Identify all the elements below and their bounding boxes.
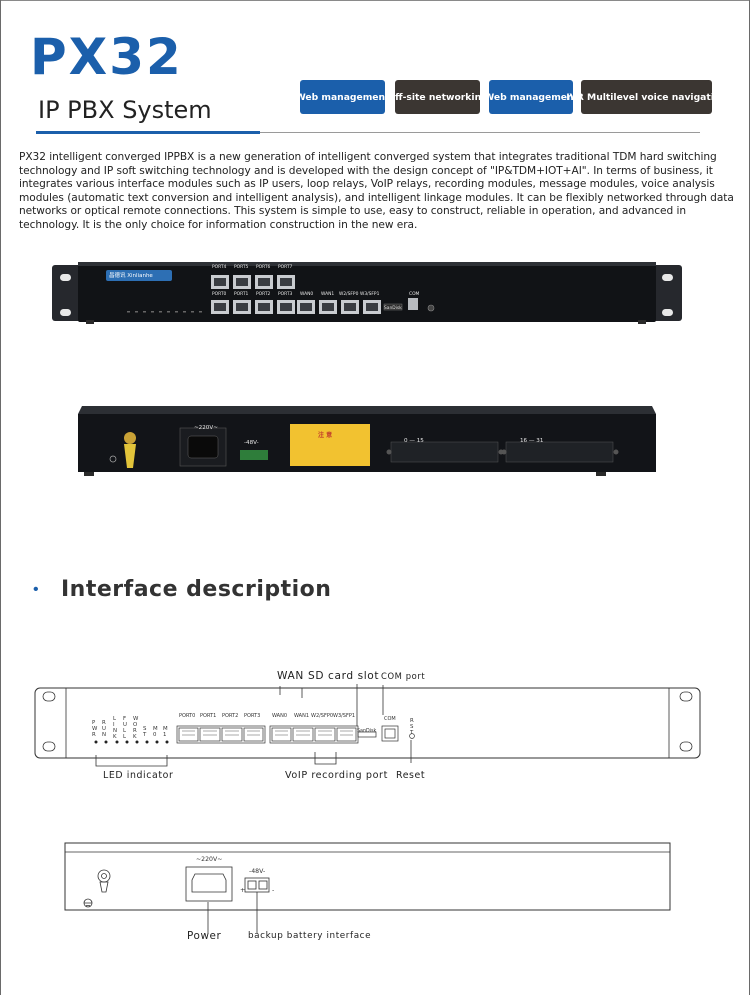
led-label-full: F U L L	[123, 716, 127, 740]
title-underline-accent	[36, 131, 260, 134]
led-label-m0: M 0	[153, 726, 158, 738]
callout-backup-battery: backup battery interface	[248, 931, 372, 941]
diagram-com-label: COM	[384, 716, 396, 722]
photo-port-label: PORT6	[256, 265, 271, 270]
photo-wan-label: WAN0	[300, 292, 314, 297]
device-front-photo	[52, 262, 682, 324]
photo-port-label: PORT1	[234, 292, 249, 297]
led-dots-photo	[127, 311, 202, 313]
callout-power: Power	[187, 930, 222, 942]
title-underline-rule	[260, 132, 700, 133]
photo-sd-label: SanDisk	[384, 306, 402, 311]
back-panel-diagram	[64, 842, 671, 933]
diagram-wan-label: WAN1	[294, 713, 310, 719]
led-label-work: W O R K	[133, 716, 139, 740]
led-label-run: R U N	[102, 720, 107, 738]
callout-voip-recording: VoIP recording port	[285, 770, 388, 781]
callout-led-indicator: LED indicator	[103, 770, 174, 781]
photo-com-label: COM	[409, 292, 420, 297]
tag-offsite-networking: Off-site networking	[387, 80, 488, 114]
photo-wan-label: WAN1	[321, 292, 335, 297]
diagram-plus-label: +	[240, 886, 246, 894]
photo-wan-label: W2/SFP0	[339, 292, 359, 297]
tag-ivr-navigation: IVR Multilevel voice navigation	[566, 80, 727, 114]
front-panel-diagram	[34, 684, 701, 767]
callout-wan: WAN	[277, 670, 304, 682]
callout-com-port: COM port	[381, 671, 426, 681]
product-subtitle: IP PBX System	[38, 96, 212, 124]
diagram-wan-label: W3/SFP1	[333, 713, 356, 719]
photo-port-label: PORT0	[212, 292, 227, 297]
photo-port-label: PORT4	[212, 265, 227, 270]
diagram-battery-label: -48V-	[249, 868, 266, 875]
diagram-power-label: ~220V~	[196, 856, 223, 863]
section-bullet: •	[33, 581, 39, 598]
page-top-border	[0, 0, 750, 1]
tag-web-management: Web management	[296, 80, 389, 114]
diagram-port-label: PORT3	[244, 713, 261, 719]
diagram-minus-label: -	[272, 886, 275, 894]
diagram-wan-label: W2/SFP0	[311, 713, 334, 719]
diagram-port-label: PORT0	[179, 713, 196, 719]
photo-range-b: 16 — 31	[520, 438, 544, 444]
callout-sd-card: SD card slot	[308, 670, 380, 682]
photo-port-label: PORT3	[278, 292, 293, 297]
photo-brand-logo: 昌德讯 Xinlianhe	[109, 273, 153, 279]
diagram-port-label: PORT2	[222, 713, 239, 719]
page-left-border	[0, 0, 1, 995]
tag-web-management-2: Web management	[484, 80, 578, 114]
photo-battery-label: -48V-	[244, 440, 259, 446]
photo-warning-label: 注 意	[318, 432, 333, 439]
photo-port-label: PORT7	[278, 265, 293, 270]
photo-port-label: PORT5	[234, 265, 249, 270]
led-label-pwr: P W R	[92, 720, 98, 738]
diagram-wan-label: WAN0	[272, 713, 288, 719]
photo-range-a: 0 — 15	[404, 438, 424, 444]
diagram-sd-label: SanDisk	[357, 729, 377, 734]
callout-reset: Reset	[396, 770, 426, 781]
photo-power-label: ~220V~	[194, 425, 218, 431]
led-label-link: L I N K	[113, 716, 118, 740]
led-label-st: S T	[143, 726, 147, 738]
photo-wan-label: W3/SFP1	[360, 292, 380, 297]
product-title: PX32	[30, 28, 183, 86]
intro-paragraph: PX32 intelligent converged IPPBX is a ne…	[19, 151, 734, 231]
photo-port-label: PORT2	[256, 292, 271, 297]
diagram-rst-label: R S T	[410, 718, 414, 736]
section-title: Interface description	[61, 577, 332, 602]
led-label-m1: M 1	[163, 726, 168, 738]
device-back-photo	[78, 406, 656, 476]
diagram-port-label: PORT1	[200, 713, 217, 719]
